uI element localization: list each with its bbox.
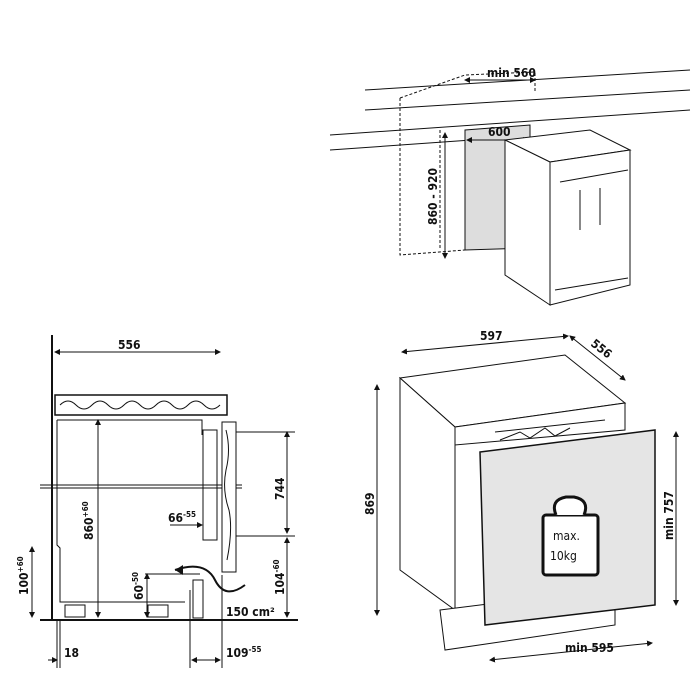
niche-height-label: 860 - 920 [426, 168, 440, 225]
niche-width-min-label: min 560 [487, 66, 536, 80]
front-view: max. 10kg 597 556 869 min 757 min 595 [363, 329, 679, 663]
side-depth-label: 556 [118, 338, 141, 352]
plinth-gap-label: 104 [273, 572, 287, 595]
svg-text:60-50: 60-50 [131, 572, 146, 600]
svg-text:109-55: 109-55 [226, 645, 262, 660]
offset-label: 66 [168, 511, 183, 525]
front-width-label: 597 [480, 329, 503, 343]
plinth-height-label: 100 [17, 572, 31, 595]
fridge-sketch [503, 129, 632, 306]
niche-view: min 560 600 860 - 920 [329, 66, 691, 306]
svg-text:104-60: 104-60 [272, 559, 287, 595]
svg-text:100+60: 100+60 [16, 556, 31, 595]
weight-icon: max. 10kg [541, 495, 600, 577]
plinth-height-tolerance: +60 [16, 556, 25, 572]
wall-gap-label: 18 [64, 646, 79, 660]
plinth-gap-tolerance: -60 [272, 559, 281, 572]
side-height-tolerance: +60 [81, 501, 90, 517]
weight-label-line1: max. [553, 529, 580, 543]
front-depth-label: 556 [588, 336, 614, 361]
front-height-label: 869 [363, 492, 377, 515]
offset-tolerance: -55 [183, 510, 196, 519]
vent-area-label: 150 cm² [226, 605, 275, 619]
niche-width-label: 600 [488, 125, 511, 139]
foot-height-tolerance: -50 [131, 572, 140, 585]
front-depth-tolerance: -55 [249, 645, 262, 654]
svg-text:860+60: 860+60 [81, 501, 96, 540]
side-section-view: 556 860+60 744 104-60 100+60 60-50 66-55… [16, 335, 298, 668]
front-depth-label: 109 [226, 646, 249, 660]
door-min-height-label: min 757 [662, 491, 676, 540]
door-min-width-label: min 595 [565, 641, 614, 655]
svg-text:66-55: 66-55 [168, 510, 196, 525]
side-height-label: 860 [82, 517, 96, 540]
foot-height-label: 60 [132, 585, 146, 600]
weight-label-line2: 10kg [550, 549, 577, 563]
door-height-label: 744 [273, 477, 287, 500]
